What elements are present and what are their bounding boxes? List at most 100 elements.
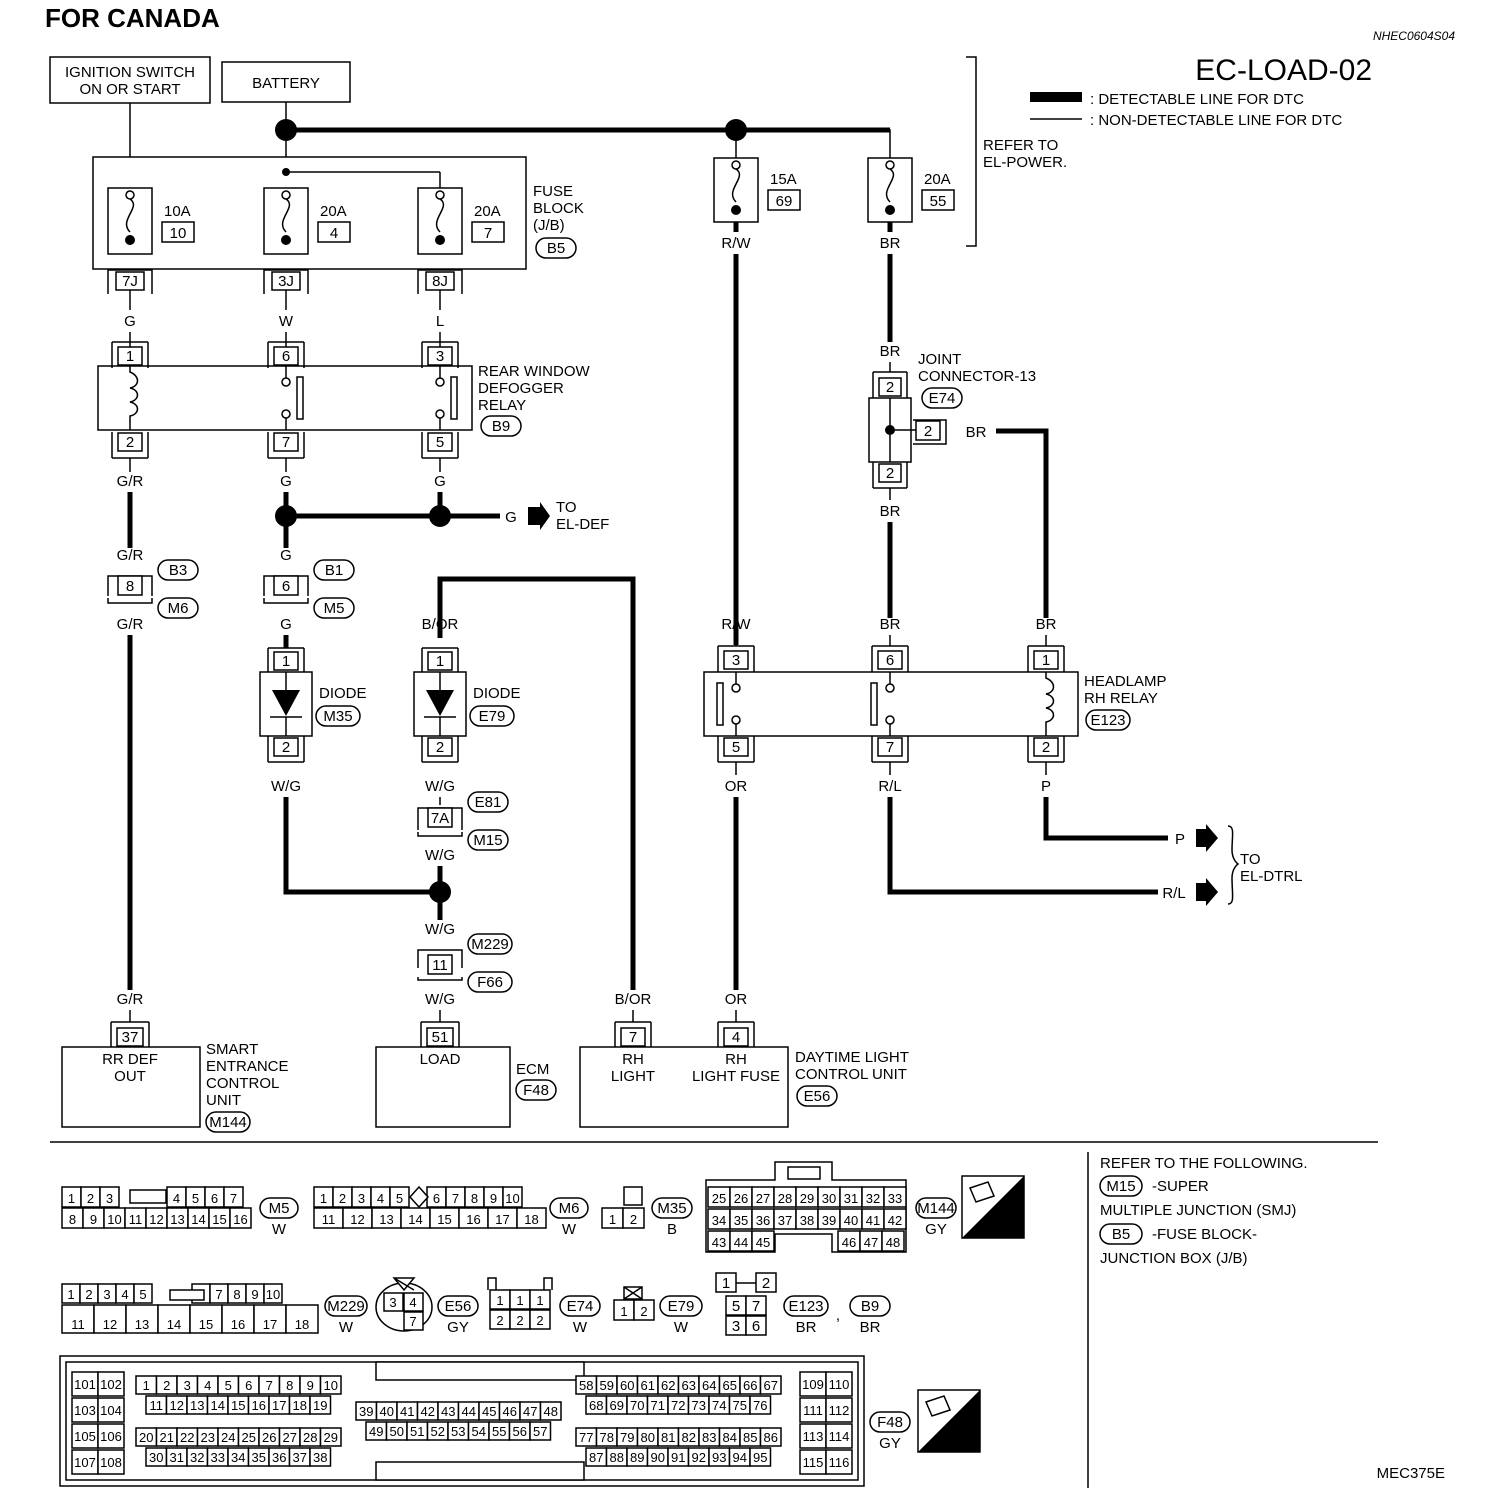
fuse-amp: 15A — [770, 171, 797, 188]
f48-pin-label: 35 — [252, 1450, 266, 1465]
ignition-line2: ON OR START — [79, 81, 180, 98]
face-code — [549, 1197, 589, 1219]
refer-jb-2: JUNCTION BOX (J/B) — [1100, 1250, 1248, 1267]
switch-terminal — [885, 715, 895, 725]
junction-wire-in: G/R — [117, 547, 144, 564]
fuse-number — [317, 221, 351, 243]
dtl-term2b: LIGHT FUSE — [692, 1068, 780, 1085]
legend-detectable-swatch — [1030, 92, 1082, 102]
f48-right-label: 112 — [829, 1403, 850, 1418]
junction-wire-out: G/R — [117, 616, 144, 633]
f48-pin-label: 21 — [160, 1430, 174, 1445]
diode-pin-top-label: 1 — [436, 653, 444, 670]
diagram-id: EC-LOAD-02 — [1195, 54, 1372, 87]
refer-jb-1: -FUSE BLOCK- — [1152, 1226, 1257, 1243]
f48-right-label: 109 — [802, 1377, 824, 1392]
f48-pin-label: 4 — [204, 1378, 211, 1393]
sec-name4: UNIT — [206, 1092, 241, 1109]
f48-left-pin — [97, 1423, 125, 1449]
face-code-code: M229 — [327, 1298, 365, 1315]
sec-wire: G/R — [117, 991, 144, 1008]
refer-smj-1: -SUPER — [1152, 1178, 1209, 1195]
m6-pin-label: 9 — [490, 1191, 497, 1206]
f48-pin-label: 42 — [421, 1404, 435, 1419]
f48-pin-label: 84 — [723, 1430, 737, 1445]
switch-contact — [296, 376, 304, 420]
switch-terminal — [281, 377, 291, 387]
m5-pin — [99, 1186, 120, 1208]
face-code — [659, 1295, 703, 1317]
f48-top-key — [375, 1361, 585, 1381]
face-color: GY — [879, 1435, 901, 1452]
f48-pin-label: 6 — [245, 1378, 252, 1393]
f48-right-pin — [799, 1449, 827, 1475]
switch-terminal — [435, 377, 445, 387]
connector-housing — [421, 341, 459, 368]
f48-pin-label: 90 — [651, 1450, 665, 1465]
f48-pin-label: 26 — [262, 1430, 276, 1445]
el-dtrl-wire-rl: R/L — [1162, 885, 1185, 902]
wire-wg-1 — [283, 797, 440, 895]
dtl-connector — [796, 1085, 838, 1107]
diode-wire-out: W/G — [271, 778, 301, 795]
hs-icon-1-symbol — [968, 1181, 996, 1203]
dtl-name1: DAYTIME LIGHT — [795, 1049, 909, 1066]
face-color: BR — [860, 1319, 881, 1336]
connector-housing — [421, 736, 459, 763]
f48-pin-label: 60 — [620, 1378, 634, 1393]
e79-pin-label: 2 — [640, 1304, 647, 1319]
connector-housing — [717, 1021, 755, 1048]
junction-bracket-low — [417, 977, 463, 981]
fuse-terminal-bottom — [281, 235, 291, 245]
e123-pin-label: 3 — [732, 1318, 740, 1335]
defogger-connector-code: B9 — [492, 418, 510, 435]
f48-pin-label: 89 — [630, 1450, 644, 1465]
headlamp-top-pin-label: 6 — [886, 652, 894, 669]
headlamp-wire-in: BR — [880, 616, 901, 633]
f48-pin-label: 93 — [712, 1450, 726, 1465]
sec-name2: ENTRANCE — [206, 1058, 289, 1075]
junction-bracket-low — [263, 598, 309, 604]
f48-pin-label: 79 — [620, 1430, 634, 1445]
relay-bottom-pin-label: 2 — [126, 434, 134, 451]
headlamp-wire-in: BR — [1036, 616, 1057, 633]
m144-pin — [883, 1186, 907, 1208]
f48-pin-label: 14 — [211, 1398, 225, 1413]
face-color: GY — [925, 1221, 947, 1238]
fuse-number — [921, 189, 955, 211]
e123-pin-label: 6 — [752, 1318, 760, 1335]
f48-right-label: 114 — [829, 1429, 850, 1444]
m144-pin — [751, 1230, 775, 1252]
e56-pin-label: 4 — [409, 1295, 416, 1310]
face-color: BR — [796, 1319, 817, 1336]
junction-11-c2-code: F66 — [477, 974, 503, 991]
splice-g2 — [429, 505, 451, 527]
f48-pin-label: 39 — [359, 1404, 373, 1419]
dtl-wire2: OR — [725, 991, 748, 1008]
fuse-amp: 20A — [924, 171, 951, 188]
arrow-el-def — [528, 502, 550, 530]
f48-pin-label: 40 — [380, 1404, 394, 1419]
fuse-element — [281, 198, 291, 233]
e79-pin — [633, 1299, 655, 1321]
f48-pin-label: 77 — [579, 1430, 593, 1445]
m6-pin-label: 12 — [350, 1212, 364, 1227]
fuse-number-label: 4 — [330, 225, 338, 242]
m229-pin-label: 4 — [121, 1287, 128, 1302]
headlamp-bottom-pin-label: 7 — [886, 739, 894, 756]
fuse-terminal-bottom — [731, 205, 741, 215]
m6-pin-label: 13 — [379, 1212, 393, 1227]
junction-7a-wire-out: W/G — [425, 847, 455, 864]
connector-housing — [267, 736, 305, 763]
m5-pin-label: 10 — [107, 1212, 121, 1227]
defogger-connector — [480, 415, 522, 437]
f48-pin-label: 24 — [221, 1430, 235, 1445]
f48-pin — [309, 1447, 332, 1467]
relay-wire-out: G/R — [117, 473, 144, 490]
refer-line1: REFER TO — [983, 137, 1058, 154]
f48-pin-label: 27 — [283, 1430, 297, 1445]
junction-pin-label: 6 — [282, 578, 290, 595]
f48-pin-label: 49 — [369, 1424, 383, 1439]
junction-pin — [117, 575, 143, 596]
m5-pin-label: 13 — [170, 1212, 184, 1227]
